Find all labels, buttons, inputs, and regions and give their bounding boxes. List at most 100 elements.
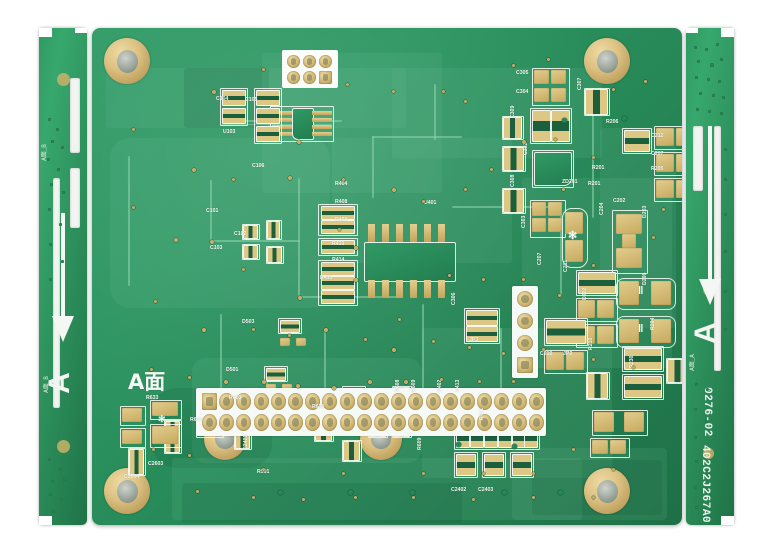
via	[324, 328, 328, 332]
refdes-r501: R501	[257, 469, 270, 475]
connector-pin[interactable]	[391, 414, 407, 431]
via	[232, 178, 235, 181]
refdes-r410: R410	[332, 241, 345, 247]
hole-small	[562, 118, 567, 123]
connector-pin[interactable]	[236, 414, 252, 431]
connector-pin[interactable]	[305, 414, 321, 431]
refdes-zd201: ZD201	[562, 179, 578, 185]
via	[174, 238, 178, 242]
via	[547, 58, 550, 61]
via	[196, 490, 199, 493]
refdes-c105: C105	[245, 97, 258, 103]
refdes-c309: C309	[510, 105, 516, 118]
main-edge-connector[interactable]	[196, 388, 546, 436]
connector-pin[interactable]	[425, 393, 441, 410]
connector-pin[interactable]	[494, 414, 510, 431]
connector-pin[interactable]	[511, 414, 527, 431]
connector-pin[interactable]	[391, 393, 407, 410]
via	[412, 496, 415, 499]
refdes-r413: R413	[455, 379, 461, 392]
via	[432, 340, 435, 343]
via	[644, 80, 647, 83]
refdes-c207b: C207	[537, 252, 543, 265]
connector-pin[interactable]	[425, 414, 441, 431]
via	[188, 454, 191, 457]
connector-pin[interactable]	[511, 393, 527, 410]
refdes-c307: C307	[577, 77, 583, 90]
refdes-c304: C304	[516, 89, 529, 95]
refdes-r409: R409	[335, 217, 348, 223]
connector-pin[interactable]	[270, 393, 286, 410]
connector-pin[interactable]	[528, 393, 544, 410]
via	[154, 300, 157, 303]
refdes-u401: U401	[424, 200, 437, 206]
via	[302, 498, 305, 501]
refdes-r206: R206	[606, 119, 619, 125]
via	[472, 498, 475, 501]
via	[262, 380, 266, 384]
u401-body	[364, 242, 456, 282]
via	[652, 236, 655, 239]
connector-pin[interactable]	[408, 393, 424, 410]
refdes-c102: C102	[234, 231, 247, 237]
connector-pin[interactable]	[322, 414, 338, 431]
via	[252, 496, 255, 499]
via	[262, 68, 265, 71]
refdes-r411: R411	[479, 407, 485, 420]
connector-pin[interactable]	[460, 414, 475, 431]
via	[522, 278, 525, 281]
connector-pin[interactable]	[374, 393, 389, 410]
via	[532, 496, 535, 499]
refdes-c204: C204	[599, 202, 605, 215]
connector-pin[interactable]	[339, 393, 355, 410]
connector-pin[interactable]	[408, 414, 424, 431]
connector-pin[interactable]	[528, 414, 544, 431]
connector-pin[interactable]	[236, 393, 252, 410]
hole-small	[558, 490, 563, 495]
connector-pin[interactable]	[305, 393, 321, 410]
mounting-hole-top-right	[584, 38, 630, 84]
connector-pin[interactable]	[322, 393, 338, 410]
connector-pin[interactable]	[288, 414, 303, 431]
via	[662, 208, 665, 211]
connector-pin[interactable]	[253, 393, 269, 410]
connector-pin[interactable]	[356, 393, 372, 410]
connector-pin[interactable]	[288, 393, 303, 410]
via	[288, 334, 291, 337]
connector-pin[interactable]	[356, 414, 372, 431]
right-rail-part-number-1: 0276-02	[700, 387, 713, 437]
connector-pin[interactable]	[253, 414, 269, 431]
connector-pin[interactable]	[460, 393, 475, 410]
via	[132, 206, 135, 209]
refdes-c2604: C2604	[124, 474, 140, 480]
refdes-c303: C303	[521, 215, 527, 228]
connector-pin[interactable]	[202, 414, 217, 431]
refdes-r201b: R201	[588, 181, 601, 187]
connector-pin[interactable]	[270, 414, 286, 431]
refdes-c211: C211	[563, 259, 569, 272]
right-rail-vertical-text: A面_A	[688, 354, 696, 371]
connector-pin[interactable]	[477, 393, 493, 410]
power-header-2x3[interactable]	[282, 50, 338, 88]
via	[442, 90, 445, 93]
hole-small	[502, 490, 507, 495]
connector-pin[interactable]	[374, 414, 389, 431]
connector-pin[interactable]	[219, 393, 235, 410]
connector-pin[interactable]	[219, 414, 235, 431]
connector-pin[interactable]	[339, 414, 355, 431]
refdes-c104: C104	[216, 96, 229, 102]
via	[562, 188, 565, 191]
via	[612, 468, 615, 471]
connector-pin[interactable]	[442, 393, 458, 410]
connector-pin[interactable]	[202, 393, 217, 410]
connector-pin[interactable]	[442, 414, 458, 431]
jp3-header[interactable]	[512, 286, 538, 378]
via	[558, 294, 561, 297]
via	[572, 448, 575, 451]
via	[346, 83, 349, 86]
refdes-u103: U103	[223, 129, 236, 135]
connector-pin[interactable]	[477, 414, 493, 431]
via	[404, 380, 408, 384]
connector-pin[interactable]	[494, 393, 510, 410]
